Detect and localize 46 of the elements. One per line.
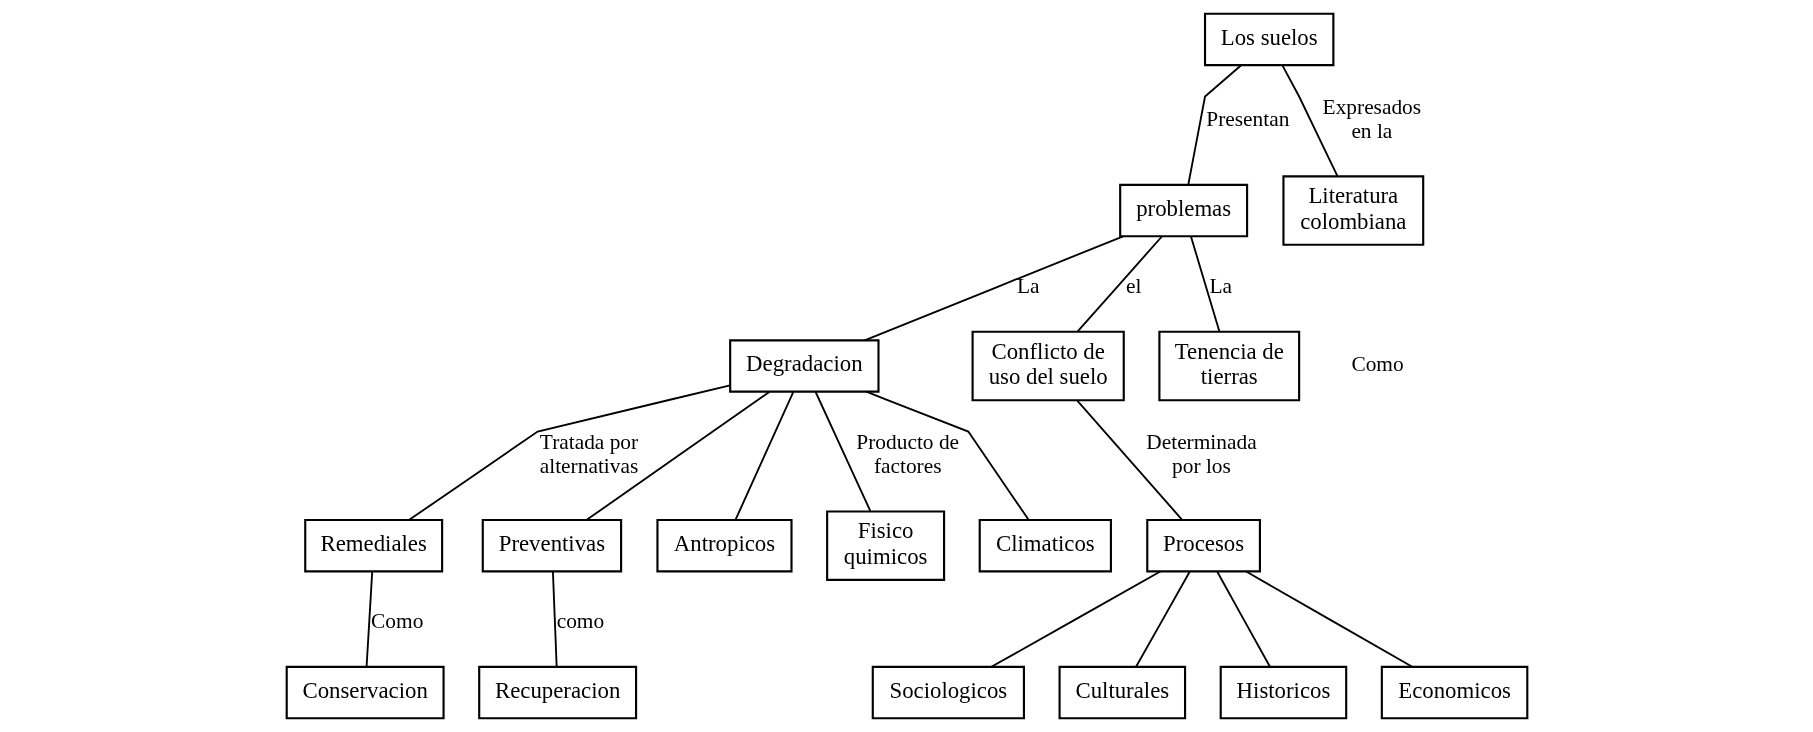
connector: [1215, 570, 1271, 668]
edge-label: Como: [370, 609, 423, 634]
label: Como: [1350, 351, 1404, 376]
connector: [1134, 570, 1191, 668]
connector: [1244, 570, 1413, 668]
node-box: Degradacion: [728, 339, 880, 393]
edge-label: La: [1208, 274, 1232, 299]
edge-label: como: [556, 609, 604, 634]
node-box: Recuperacion: [477, 665, 637, 720]
connector: [1076, 235, 1163, 333]
connector: [407, 384, 731, 521]
connector: [585, 391, 770, 521]
connector: [990, 570, 1161, 668]
node-box: Procesos: [1145, 518, 1261, 573]
node-box: Literatura colombiana: [1281, 175, 1424, 246]
connector: [814, 391, 871, 512]
edge-label: Presentan: [1205, 106, 1289, 131]
node-box: Climaticos: [978, 518, 1112, 573]
node-box: Antropicos: [655, 518, 793, 573]
edge-label: Determinada por los: [1145, 429, 1257, 478]
connector: [863, 235, 1124, 342]
connector: [1075, 399, 1183, 521]
node-box: problemas: [1118, 183, 1248, 238]
edge-label: Tratada por alternativas: [539, 429, 638, 478]
node-box: Tenencia de tierras: [1157, 330, 1300, 402]
node-box: Remediales: [303, 518, 443, 573]
connector: [1281, 64, 1338, 177]
node-box: Culturales: [1058, 665, 1186, 720]
connector: [864, 390, 1030, 521]
connector: [551, 570, 558, 668]
node-box: Preventivas: [481, 518, 622, 573]
node-box: Historicos: [1219, 665, 1347, 720]
edge-label: Expresados en la: [1322, 94, 1421, 143]
edge-label: La: [1016, 274, 1039, 299]
node-box: Economicos: [1380, 665, 1528, 720]
node-box: Sociologicos: [871, 665, 1025, 720]
node-box: Fisico quimicos: [825, 510, 945, 581]
node-box: Conservacion: [285, 665, 445, 720]
node-box: Los suelos: [1203, 12, 1334, 67]
edge-label: Producto de factores: [855, 429, 959, 478]
connector: [734, 391, 794, 521]
node-box: Conflicto de uso del suelo: [971, 330, 1125, 402]
connector: [365, 570, 373, 668]
connector: [1186, 64, 1242, 186]
edge-label: el: [1125, 274, 1141, 299]
connector: [1189, 235, 1220, 333]
